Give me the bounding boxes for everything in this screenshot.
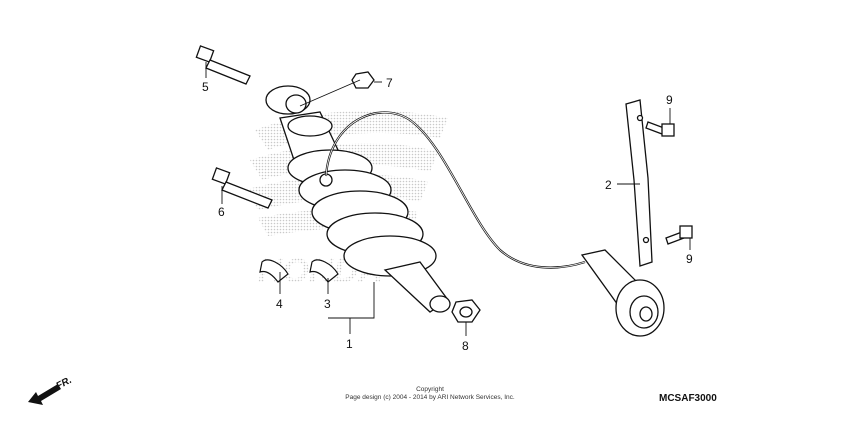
leader-lines [205,62,691,336]
callout-1: 1 [346,337,353,351]
copyright-line-1: Copyright [416,386,444,393]
callout-5: 5 [202,80,209,94]
callout-4: 4 [276,297,283,311]
bolt-bracket-lower [665,225,693,245]
rear-shock-absorber [265,85,451,313]
copyright-line-2: Page design (c) 2004 - 2014 by ARI Netwo… [345,394,515,401]
bolt-lower [211,167,273,209]
bolt-upper [195,45,251,85]
front-direction-arrow-icon [28,384,61,405]
callout-9-upper: 9 [666,93,673,107]
callout-3: 3 [324,297,331,311]
nut-lower [451,299,481,323]
callout-6: 6 [218,205,225,219]
collar-4 [259,259,289,283]
nut-upper [351,71,375,89]
callout-9-lower: 9 [686,252,693,266]
callout-2: 2 [605,178,612,192]
diagram-code: MCSAF3000 [659,393,717,404]
callout-7: 7 [386,76,393,90]
bolt-bracket-upper [645,121,675,137]
callout-8: 8 [462,339,469,353]
preload-adjuster-knob [580,249,665,337]
copyright-notice: Copyright Page design (c) 2004 - 2014 by… [300,386,560,402]
adjuster-bracket [625,99,653,267]
